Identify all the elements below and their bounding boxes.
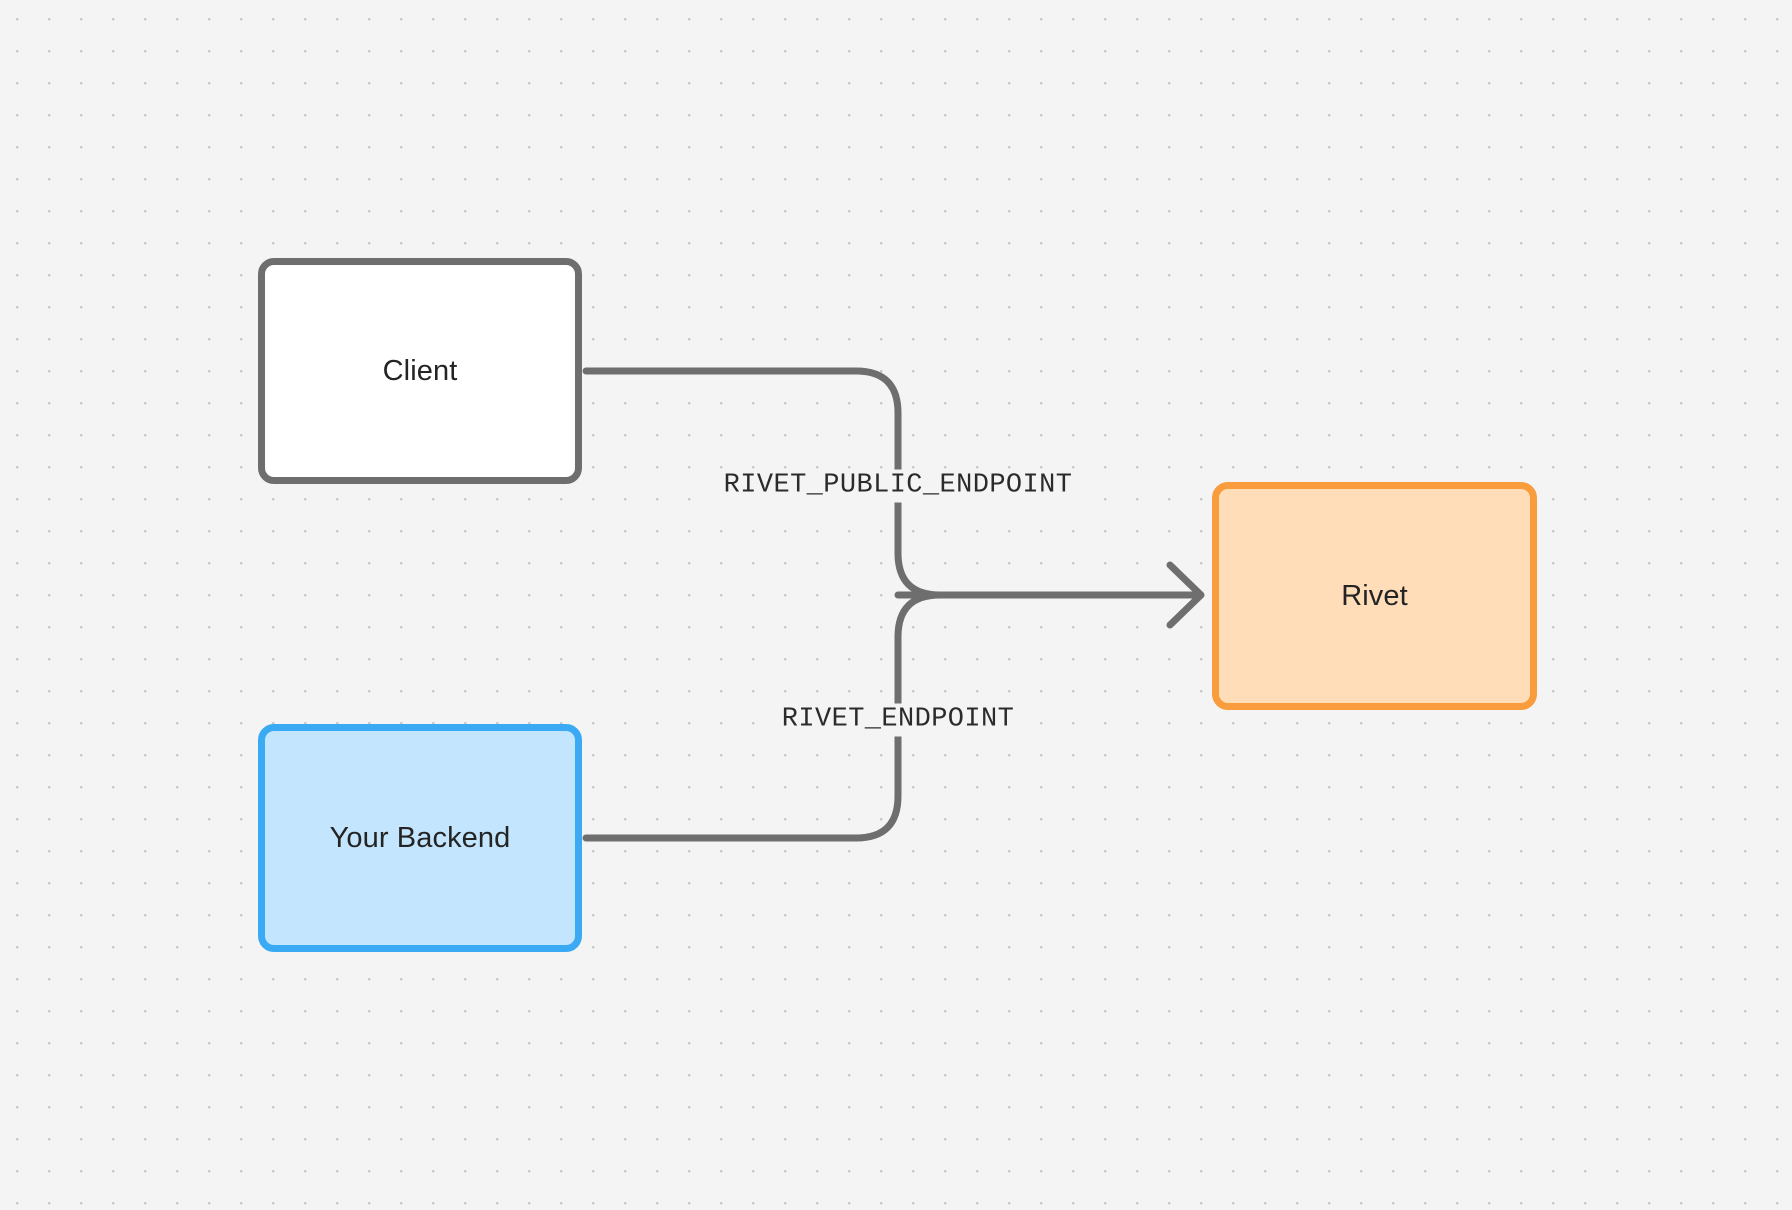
node-rivet-label: Rivet (1341, 579, 1408, 612)
edge-label-rivet-public-endpoint: RIVET_PUBLIC_ENDPOINT (717, 469, 1079, 503)
edge-label-rivet-endpoint: RIVET_ENDPOINT (775, 703, 1021, 737)
node-your-backend-label: Your Backend (329, 821, 511, 854)
node-client-label: Client (382, 354, 458, 387)
arrowhead-icon (1166, 561, 1205, 629)
node-client[interactable]: Client (258, 258, 582, 484)
node-rivet[interactable]: Rivet (1212, 482, 1537, 710)
node-your-backend[interactable]: Your Backend (258, 724, 582, 952)
